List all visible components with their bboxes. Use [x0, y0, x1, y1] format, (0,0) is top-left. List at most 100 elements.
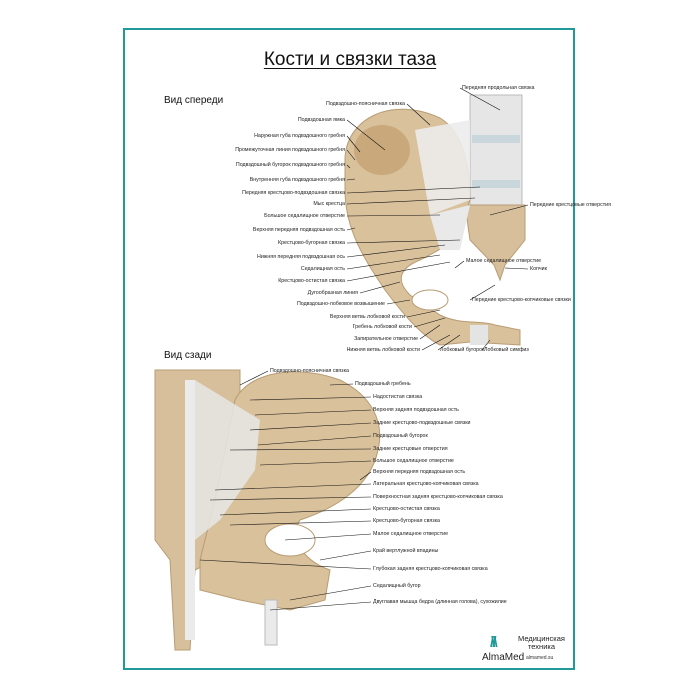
- back-pelvis-drawing: [154, 369, 381, 651]
- front-leader-line: [359, 281, 401, 294]
- back-label: Подвздошно-поясничная связка: [270, 368, 349, 374]
- front-leader-line: [437, 334, 461, 351]
- front-label: Мыс крестца: [313, 201, 345, 207]
- back-leader-line: [229, 520, 372, 526]
- title-text: Кости и связки таза: [263, 49, 437, 70]
- front-label: Передние крестцово-копчиковые связки: [472, 297, 571, 303]
- front-label: Малое седалищное отверстие: [466, 258, 542, 264]
- front-label: Лобковый симфиз: [484, 347, 529, 353]
- back-leader-line: [199, 559, 372, 570]
- front-leader-line: [421, 334, 451, 351]
- front-label: Большое седалищное отверстие: [264, 213, 345, 219]
- front-leader-line: [481, 339, 491, 351]
- front-label: Наружная губа подвздошного гребня: [254, 133, 345, 139]
- back-label: Латеральная крестцово-копчиковая связка: [373, 481, 479, 487]
- front-leader-line: [346, 135, 361, 153]
- front-leader-line: [346, 186, 481, 194]
- back-leader-line: [269, 601, 372, 611]
- front-label: Седалищная ость: [300, 266, 345, 272]
- front-leader-line: [406, 103, 431, 126]
- back-label: Верхняя задняя подвздошная ость: [373, 407, 459, 413]
- front-label: Нижняя ветвь лобковой кости: [346, 347, 420, 353]
- front-label: Запирательное отверстие: [354, 336, 418, 342]
- back-leader-line: [239, 370, 269, 386]
- front-leader-line: [386, 299, 411, 305]
- logo-mark-icon: /\/\: [490, 634, 497, 651]
- logo-line2: техника: [527, 642, 556, 651]
- back-leader-line: [289, 585, 372, 601]
- front-label: Передняя крестцово-подвздошная связка: [242, 190, 345, 196]
- front-label: Копчик: [530, 266, 547, 272]
- front-pelvis-drawing: [344, 94, 526, 346]
- logo-brand: AlmaMed: [482, 652, 525, 663]
- front-leader-line: [346, 214, 441, 217]
- front-leader-line: [346, 119, 386, 151]
- back-label: Верхняя передняя подвздошная ость: [373, 469, 466, 475]
- front-label: Крестцово-бугорная связка: [278, 240, 345, 246]
- back-label: Край вертлужной впадины: [373, 548, 439, 554]
- back-label: Двуглавая мышца бедра (длинная голова), …: [373, 599, 507, 605]
- back-view-heading: Вид сзади: [164, 350, 212, 361]
- front-label: Подвздошно-поясничная связка: [326, 101, 405, 107]
- front-leader-line: [469, 284, 496, 301]
- back-label: Малое седалищное отверстие: [373, 531, 449, 537]
- front-leader-line: [346, 197, 476, 205]
- front-leader-line: [346, 178, 356, 181]
- leader-lines: [199, 87, 529, 611]
- back-leader-line: [249, 396, 372, 401]
- front-leader-line: [346, 164, 351, 169]
- back-leader-line: [229, 448, 372, 451]
- front-leader-line: [489, 204, 529, 216]
- front-label: Передняя продольная связка: [462, 85, 535, 91]
- front-leader-line: [346, 227, 356, 231]
- front-label: Верхняя ветвь лобковой кости: [329, 314, 405, 320]
- front-leader-line: [346, 244, 446, 258]
- front-leader-line: [419, 324, 441, 340]
- back-label: Глубокая задняя крестцово-копчиковая свя…: [373, 566, 488, 572]
- back-label: Задние крестцово-подвздошные связки: [373, 420, 471, 426]
- front-leader-line: [346, 261, 451, 282]
- front-leader-line: [459, 87, 501, 111]
- back-leader-line: [319, 550, 372, 561]
- front-leader-line: [454, 260, 465, 269]
- back-leader-line: [249, 422, 372, 431]
- back-leader-line: [214, 483, 372, 491]
- back-label: Поверхностная задняя крестцово-копчикова…: [373, 494, 503, 500]
- poster-frame: [123, 28, 575, 670]
- front-label: Передние крестцовые отверстия: [530, 202, 611, 208]
- front-leader-line: [346, 239, 461, 244]
- back-leader-line: [359, 471, 372, 481]
- front-label: Подвздошная ямка: [297, 117, 345, 123]
- back-leader-line: [209, 496, 372, 501]
- front-view-heading: Вид спереди: [164, 95, 224, 106]
- back-leader-line: [329, 383, 354, 386]
- front-leader-line: [346, 149, 356, 161]
- back-label: Задние крестцовые отверстия: [373, 446, 448, 452]
- front-leader-line: [413, 317, 446, 328]
- back-label: Большое седалищное отверстие: [373, 458, 454, 464]
- back-leader-line: [257, 435, 372, 446]
- back-leader-line: [259, 460, 372, 466]
- back-label: Надостистая связка: [373, 394, 423, 400]
- front-leader-line: [406, 309, 441, 318]
- logo-site: almamed.su: [526, 655, 554, 661]
- front-label: Внутренняя губа подвздошного гребня: [249, 177, 345, 183]
- front-label: Промежуточная линия подвздошного гребня: [235, 147, 345, 153]
- back-label: Крестцово-бугорная связка: [373, 518, 440, 524]
- poster-title: Кости и связки таза: [0, 49, 700, 71]
- front-leader-line: [346, 254, 441, 270]
- logo-line1: Медицинская: [518, 634, 565, 643]
- front-label: Крестцово-остистая связка: [278, 278, 345, 284]
- front-label: Подвздошно-лобковое возвышение: [296, 301, 385, 307]
- back-label: Седалищный бугор: [373, 583, 421, 589]
- back-leader-line: [219, 508, 372, 516]
- front-label: Нижняя передняя подвздошная ось: [257, 254, 345, 260]
- front-label: Верхняя передняя подвздошная ость: [252, 227, 345, 233]
- front-leader-line: [504, 267, 529, 270]
- back-leader-line: [254, 409, 372, 416]
- front-label: Дугообразная линия: [307, 290, 358, 296]
- front-label: Лобковый бугорок: [440, 347, 485, 353]
